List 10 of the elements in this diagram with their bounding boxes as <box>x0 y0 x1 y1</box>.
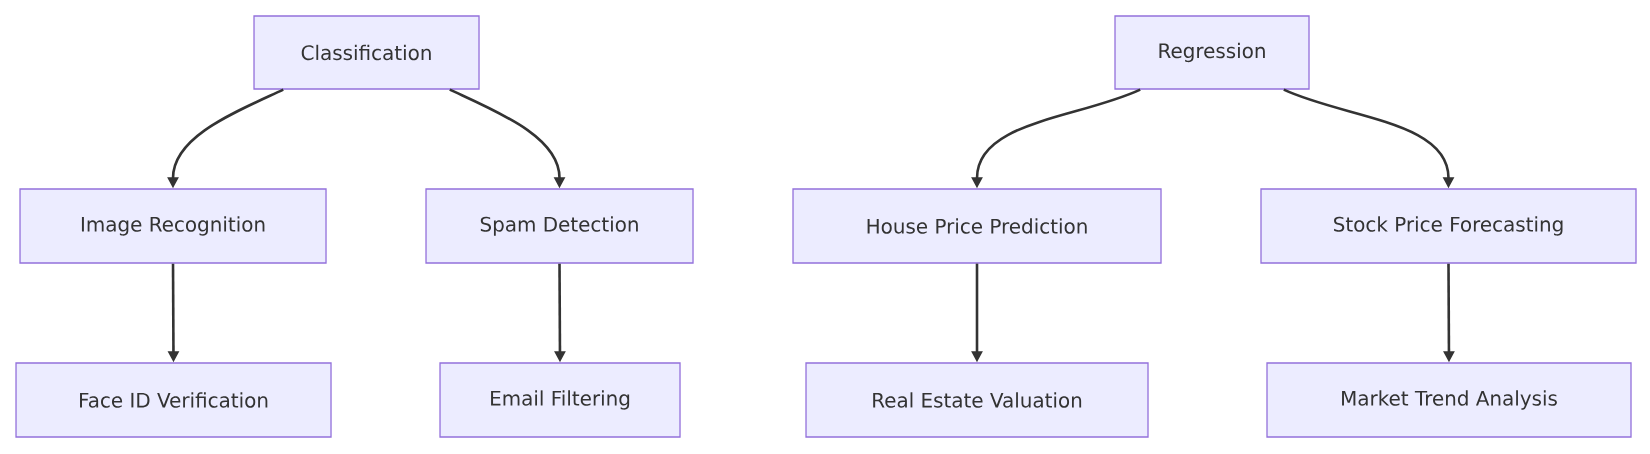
process-box: Real Estate Valuation <box>805 362 1149 438</box>
process-box: Classification <box>253 15 480 90</box>
process-box: Spam Detection <box>425 188 694 264</box>
process-box: Face ID Verification <box>15 362 332 438</box>
process-box: Regression <box>1114 15 1310 90</box>
process-box: Market Trend Analysis <box>1266 362 1632 438</box>
process-box: Email Filtering <box>439 362 681 438</box>
process-box: Image Recognition <box>19 188 327 264</box>
process-box: Stock Price Forecasting <box>1260 188 1637 264</box>
process-box: House Price Prediction <box>792 188 1162 264</box>
